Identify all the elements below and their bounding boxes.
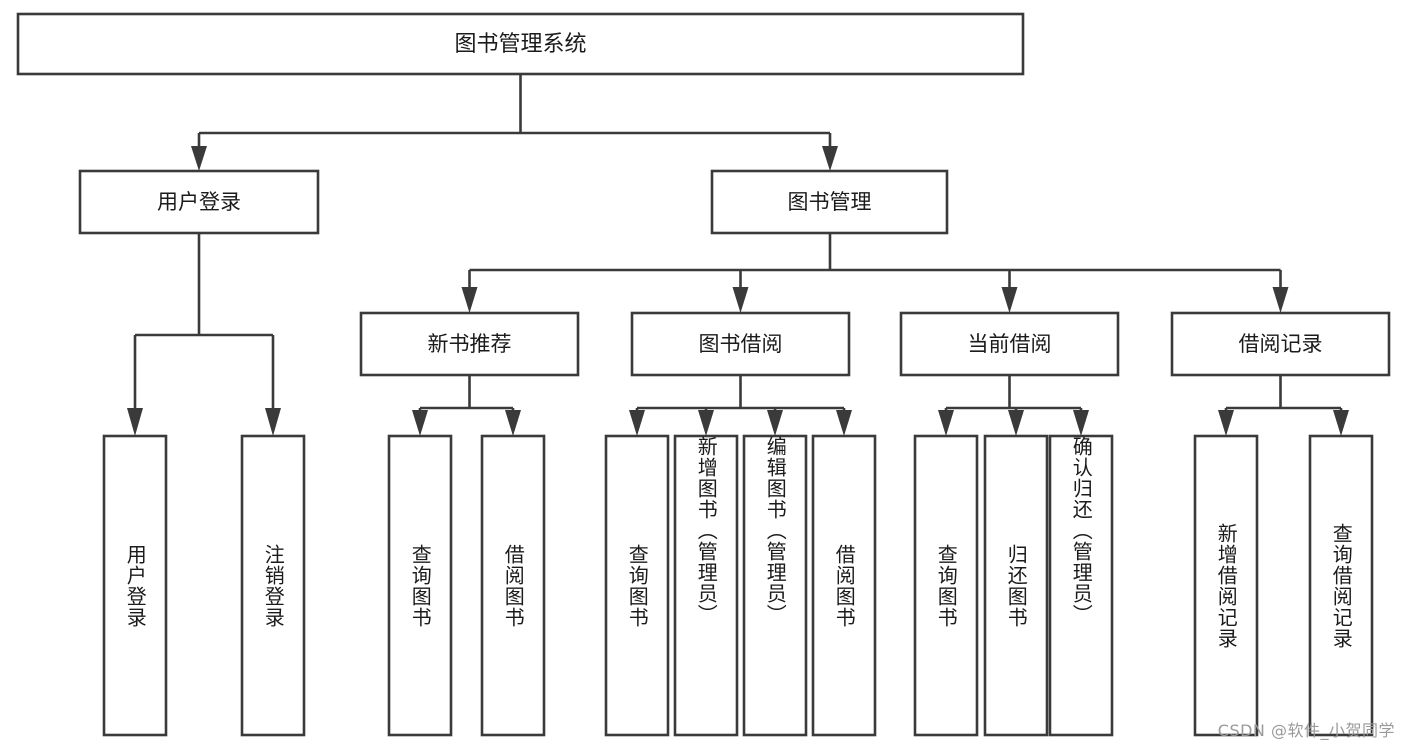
arrow-head-leaf-borrow-book-recommend (505, 410, 521, 436)
arrow-head-leaf-query-book-recommend (412, 410, 428, 436)
node-box-leaf-user-login[interactable] (102, 434, 168, 737)
arrow-head-leaf-user-logout (265, 408, 281, 436)
arrow-head-user-login (191, 146, 207, 171)
node-box-leaf-query-book-recommend[interactable] (387, 434, 453, 737)
node-label-current-borrow: 当前借阅 (968, 332, 1052, 356)
node-box-leaf-query-book-current[interactable] (913, 434, 979, 737)
node-box-leaf-user-logout[interactable] (240, 434, 306, 737)
node-box-new-book-recommend[interactable] (359, 311, 580, 377)
connector-group-book-borrow (629, 375, 852, 436)
node-label-user-login: 用户登录 (157, 190, 241, 214)
node-box-current-borrow[interactable] (899, 311, 1120, 377)
connector-group-user-login (127, 233, 281, 436)
connector-group-borrow-record (1218, 375, 1349, 436)
node-box-leaf-borrow-book[interactable] (811, 434, 877, 737)
arrow-head-leaf-query-book-current (938, 410, 954, 436)
node-box-leaf-return-book[interactable] (983, 434, 1049, 737)
arrow-head-current-borrow (1001, 287, 1018, 313)
arrow-head-book-manage (822, 146, 838, 171)
node-label-new-book-recommend: 新书推荐 (428, 332, 512, 356)
node-label-root: 图书管理系统 (454, 32, 586, 57)
arrow-head-leaf-query-book-borrow (629, 410, 645, 436)
node-box-user-login[interactable] (78, 169, 320, 235)
node-label-book-manage: 图书管理 (788, 190, 872, 214)
node-box-leaf-query-book-borrow[interactable] (604, 434, 670, 737)
node-box-leaf-query-borrow-record[interactable] (1308, 434, 1374, 737)
connector-group-root (191, 74, 838, 171)
arrow-head-borrow-record (1272, 287, 1289, 313)
arrow-head-leaf-user-login (127, 408, 143, 436)
node-label-book-borrow: 图书借阅 (699, 332, 783, 356)
node-label-borrow-record: 借阅记录 (1239, 332, 1323, 356)
arrow-head-leaf-query-borrow-record (1333, 410, 1349, 436)
arrow-head-leaf-borrow-book (836, 410, 852, 436)
node-box-book-manage[interactable] (710, 169, 949, 235)
arrow-head-leaf-return-book (1008, 410, 1024, 436)
node-box-root[interactable] (16, 12, 1025, 76)
arrow-head-leaf-edit-book (767, 410, 783, 436)
arrow-head-leaf-confirm-return (1073, 410, 1089, 436)
arrow-head-leaf-add-book (698, 410, 714, 436)
csdn-watermark: CSDN @软件_小贺同学 (1217, 721, 1395, 740)
arrow-head-leaf-add-borrow-record (1218, 410, 1234, 436)
arrow-head-book-borrow (732, 287, 749, 313)
connector-group-new-book-recommend (412, 375, 521, 436)
node-box-leaf-confirm-return[interactable] (1048, 434, 1114, 737)
node-box-book-borrow[interactable] (630, 311, 851, 377)
node-box-leaf-add-book[interactable] (673, 434, 739, 737)
connector-group-book-manage (461, 233, 1289, 313)
node-box-leaf-add-borrow-record[interactable] (1193, 434, 1259, 737)
node-box-leaf-edit-book[interactable] (742, 434, 808, 737)
node-box-borrow-record[interactable] (1170, 311, 1391, 377)
arrow-head-new-book-recommend (461, 287, 478, 313)
connector-group-current-borrow (938, 375, 1089, 436)
node-box-leaf-borrow-book-recommend[interactable] (480, 434, 546, 737)
